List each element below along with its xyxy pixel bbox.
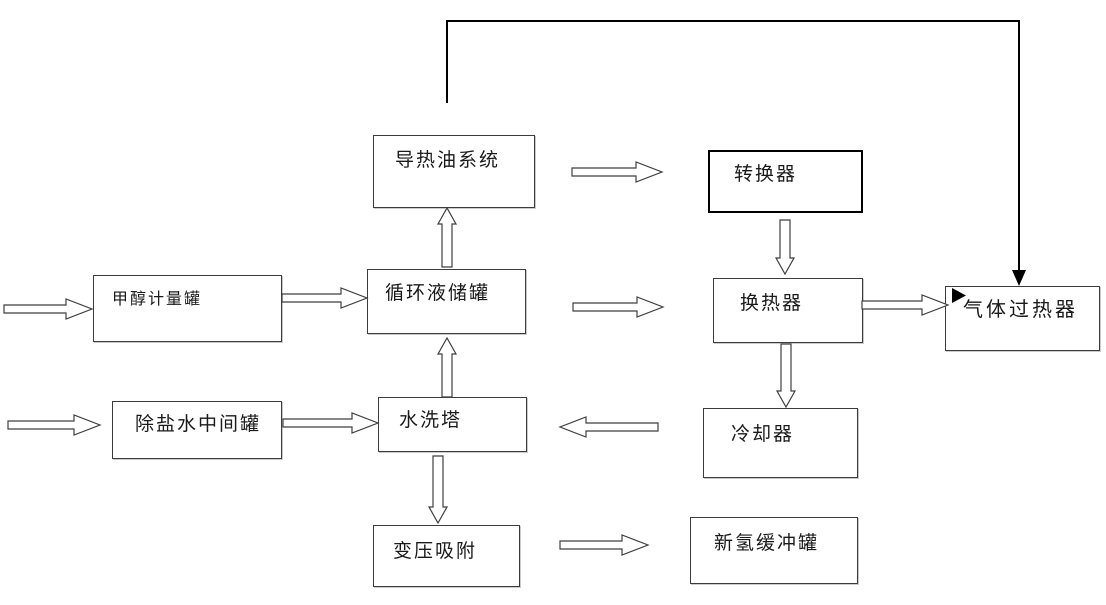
arrow-psa-to-h2buffer-icon xyxy=(559,534,650,556)
arrow-heatexchanger-to-cooler-icon xyxy=(775,343,797,409)
arrow-heatexchanger-to-superheater-icon xyxy=(861,294,950,316)
node-heat-transfer-oil-system: 导热油系统 xyxy=(373,135,535,208)
arrow-circulating-to-heatexchanger-icon xyxy=(572,296,665,318)
arrow-inlet-to-desalted-icon xyxy=(7,414,102,436)
arrow-methanol-to-circulating-icon xyxy=(281,287,369,309)
arrow-washtower-to-circulating-icon xyxy=(436,336,458,398)
node-gas-superheater: 气体过热器 xyxy=(945,286,1100,351)
node-label: 冷却器 xyxy=(731,424,795,445)
node-label: 水洗塔 xyxy=(399,410,463,431)
feedback-arrowhead-icon xyxy=(1012,270,1026,286)
node-label: 循环液储罐 xyxy=(385,283,491,304)
node-desalted-water-tank: 除盐水中间罐 xyxy=(112,401,282,459)
node-cooler: 冷却器 xyxy=(703,408,858,478)
node-methanol-metering-tank: 甲醇计量罐 xyxy=(93,275,282,342)
arrow-washtower-to-psa-icon xyxy=(427,455,449,525)
arrow-converter-to-heatexchanger-icon xyxy=(774,219,796,276)
node-label: 除盐水中间罐 xyxy=(135,414,262,435)
node-label: 气体过热器 xyxy=(963,299,1078,321)
node-label: 变压吸附 xyxy=(393,541,478,562)
arrow-heatoil-to-converter-icon xyxy=(571,161,664,183)
arrow-cooler-to-washtower-icon xyxy=(558,416,659,438)
node-label: 甲醇计量罐 xyxy=(112,291,203,308)
arrow-inlet-to-methanol-icon xyxy=(3,298,94,320)
node-label: 新氢缓冲罐 xyxy=(714,533,820,554)
node-water-wash-tower: 水洗塔 xyxy=(378,397,527,452)
node-label: 转换器 xyxy=(734,164,798,185)
node-heat-exchanger: 换热器 xyxy=(713,278,863,343)
node-label: 导热油系统 xyxy=(395,150,501,171)
node-psa-unit: 变压吸附 xyxy=(373,525,520,587)
node-converter: 转换器 xyxy=(708,150,863,213)
node-hydrogen-buffer-tank: 新氢缓冲罐 xyxy=(690,517,858,584)
node-circulating-liquid-tank: 循环液储罐 xyxy=(367,269,526,334)
arrow-circulating-to-heatoil-icon xyxy=(436,206,458,268)
arrow-desalted-to-washtower-icon xyxy=(282,412,380,434)
node-label: 换热器 xyxy=(740,293,804,314)
